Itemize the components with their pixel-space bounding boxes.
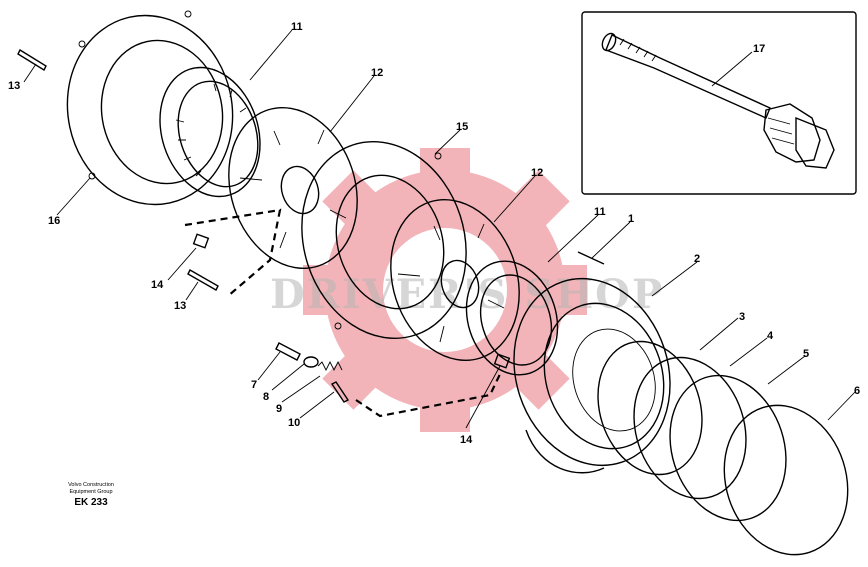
part-15-plate <box>301 141 467 339</box>
callout-10: 10 <box>288 417 300 429</box>
assembly-path-lower <box>355 369 503 418</box>
callout-9: 9 <box>276 403 282 415</box>
callout-11-top: 11 <box>291 21 303 33</box>
diagram-caption: Volvo Construction Equipment Group EK 23… <box>52 482 130 508</box>
part-1-pin <box>577 251 605 265</box>
watermark-gear <box>303 148 587 432</box>
part-12-disc-lower <box>390 198 520 362</box>
callout-14-lower: 14 <box>460 434 473 446</box>
callout-13-lower: 13 <box>174 300 186 312</box>
leader-lines <box>23 29 856 429</box>
callout-11-lower: 11 <box>594 206 606 218</box>
part-12-disc-top <box>228 106 358 270</box>
part-13-bolt-top <box>17 49 47 71</box>
part-5-ring <box>669 374 787 522</box>
part-3-bearing <box>597 340 703 476</box>
assembly-path-left <box>184 208 282 297</box>
callout-2: 2 <box>694 253 700 265</box>
callout-14-upper: 14 <box>151 279 164 291</box>
callout-8: 8 <box>263 391 269 403</box>
callout-16: 16 <box>48 215 60 227</box>
parts-7-10-spring-assembly <box>275 342 350 403</box>
callout-12-top: 12 <box>371 67 383 79</box>
part-14-nut-lower <box>493 353 511 369</box>
callout-1: 1 <box>628 213 634 225</box>
part-11-ring-lower <box>465 260 559 376</box>
callout-12-lower: 12 <box>531 167 543 179</box>
inset-part-17 <box>581 11 857 195</box>
caption-company: Volvo Construction <box>68 482 114 488</box>
caption-code: EK 233 <box>74 497 108 508</box>
callout-17: 17 <box>753 43 765 55</box>
part-4-ring <box>633 356 747 500</box>
part-6-ring <box>723 404 849 556</box>
callout-6: 6 <box>854 385 860 397</box>
callout-3: 3 <box>739 311 745 323</box>
part-16-cover <box>66 10 234 206</box>
callout-15: 15 <box>456 121 468 133</box>
part-13-bolt-lower <box>187 269 219 291</box>
callout-4: 4 <box>767 330 774 342</box>
part-11-hub <box>159 66 261 198</box>
callout-13-top: 13 <box>8 80 20 92</box>
caption-group: Equipment Group <box>69 489 113 495</box>
callout-5: 5 <box>803 348 809 360</box>
callout-7: 7 <box>251 379 257 391</box>
part-14-nut-upper <box>192 233 210 249</box>
